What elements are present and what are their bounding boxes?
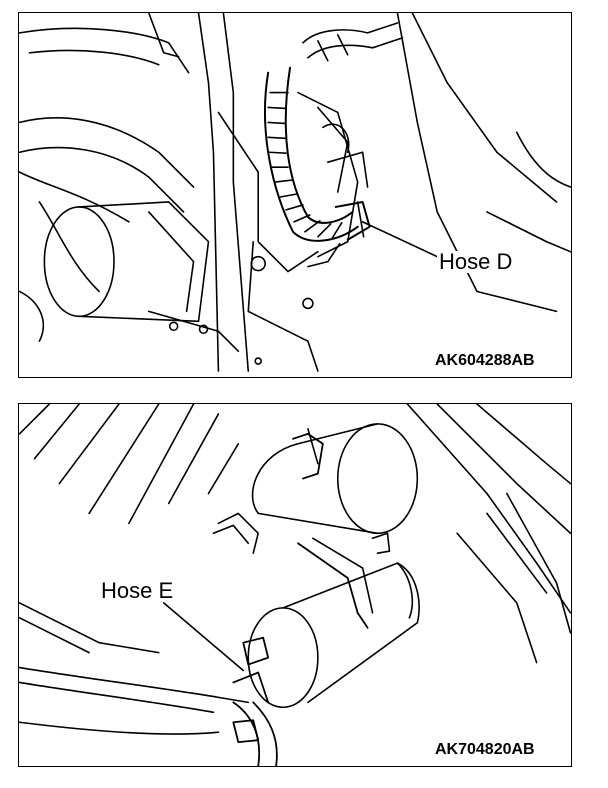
hose-d-label: Hose D (437, 249, 515, 274)
figure-code-bottom: AK704820AB (435, 741, 535, 758)
line-drawing-fuel-tank-area (19, 404, 571, 766)
figure-panel-hose-d: Hose D AK604288AB (18, 12, 572, 378)
line-drawing-engine-bay (19, 13, 571, 372)
hose-e-label: Hose E (99, 578, 176, 603)
figure-code-top: AK604288AB (435, 352, 535, 369)
figure-panel-hose-e: Hose E AK704820AB (18, 403, 572, 767)
